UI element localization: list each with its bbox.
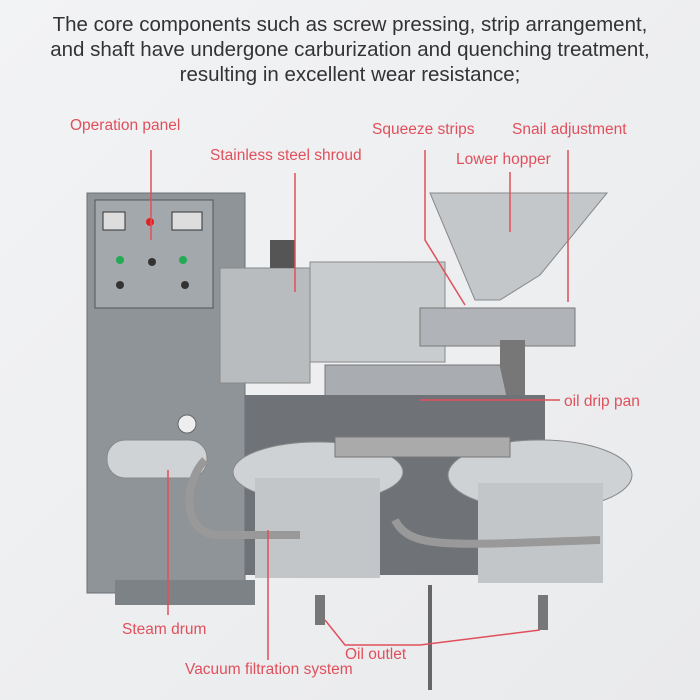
- heading-line: resulting in excellent wear resistance;: [179, 63, 521, 86]
- label-oil-drip-pan: oil drip pan: [564, 393, 640, 410]
- heading-line: The core components such as screw pressi…: [52, 13, 648, 36]
- heading-line: and shaft have undergone carburization a…: [50, 38, 650, 61]
- label-oil-outlet: Oil outlet: [345, 646, 407, 663]
- label-squeeze-strips: Squeeze strips: [372, 121, 475, 138]
- label-lower-hopper: Lower hopper: [456, 151, 551, 168]
- heading: The core components such as screw pressi…: [0, 12, 700, 87]
- label-vacuum-filtration: Vacuum filtration system: [185, 661, 353, 678]
- label-snail-adjustment: Snail adjustment: [512, 121, 627, 138]
- label-stainless-shroud: Stainless steel shroud: [210, 147, 362, 164]
- label-steam-drum: Steam drum: [122, 621, 207, 638]
- label-operation-panel: Operation panel: [70, 117, 181, 134]
